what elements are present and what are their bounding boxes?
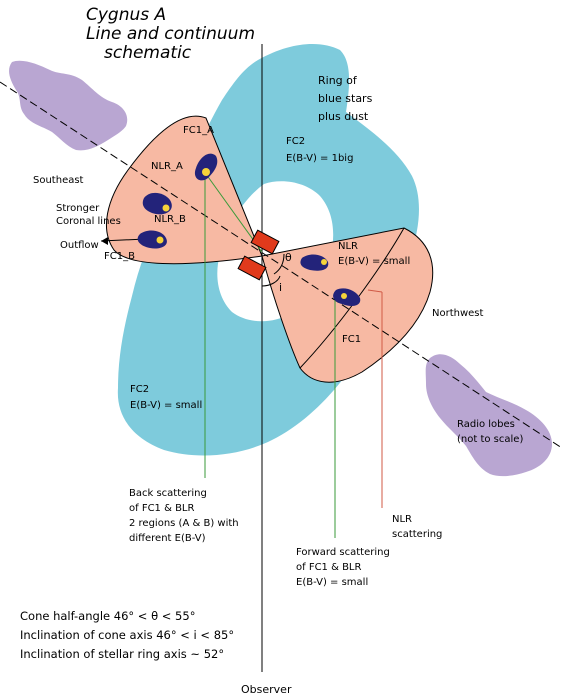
- param-cone-half-angle: Cone half-angle 46° < θ < 55°: [20, 609, 195, 623]
- param-ring-inclination: Inclination of stellar ring axis ~ 52°: [20, 647, 224, 661]
- nlr-scatter-2: scattering: [392, 529, 442, 540]
- ring-label-1: Ring of: [318, 74, 358, 87]
- fc2-bottom-label: FC2: [130, 384, 149, 395]
- back-scatter-2: of FC1 & BLR: [129, 503, 195, 514]
- fc2-top-extinction: E(B-V) = 1big: [286, 153, 353, 164]
- fc2-top-label: FC2: [286, 136, 305, 147]
- back-scatter-4: different E(B-V): [129, 533, 206, 544]
- observer-label: Observer: [241, 683, 292, 696]
- nlr-scatter-hook: [367, 289, 383, 293]
- inclination-symbol: i: [279, 281, 282, 294]
- coronal-label-1: Stronger: [56, 203, 100, 214]
- knot-fc1-b: [137, 230, 167, 249]
- title-line-3: schematic: [104, 43, 192, 63]
- theta-symbol: θ: [285, 251, 292, 264]
- fc1-b-label: FC1_B: [104, 251, 135, 262]
- radio-lobes-label-1: Radio lobes: [457, 419, 515, 430]
- radio-lobes-label-2: (not to scale): [457, 434, 523, 445]
- knot-nlr-a: [194, 153, 218, 181]
- cone-axis-line: [0, 81, 563, 449]
- nlr-b-label: NLR_B: [154, 214, 186, 225]
- knot-nlr-b: [142, 192, 172, 215]
- forward-scatter-1: Forward scattering: [296, 547, 390, 558]
- outflow-label: Outflow: [60, 240, 99, 251]
- fc1-a-label: FC1_A: [183, 125, 214, 136]
- outflow-arrowhead: [101, 237, 108, 245]
- theta-arc: [273, 253, 285, 275]
- back-scatter-1: Back scattering: [129, 488, 207, 499]
- central-torus: [237, 229, 280, 281]
- nlr-scatter-1: NLR: [392, 514, 412, 525]
- param-cone-inclination: Inclination of cone axis 46° < i < 85°: [20, 628, 234, 642]
- inclination-arc: [261, 275, 281, 287]
- nlr-right-extinction: E(B-V) = small: [338, 256, 410, 267]
- radio-lobe-southeast: [9, 60, 128, 151]
- radio-lobe-northwest: [425, 354, 552, 477]
- forward-scatter-3: E(B-V) = small: [296, 577, 368, 588]
- knot-nlr-right: [300, 254, 329, 271]
- forward-scatter-2: of FC1 & BLR: [296, 562, 362, 573]
- coronal-label-2: Coronal lines: [56, 216, 121, 227]
- knot-fc1: [333, 288, 361, 306]
- southeast-label: Southeast: [33, 175, 84, 186]
- northwest-label: Northwest: [432, 308, 484, 319]
- fc1-label: FC1: [342, 334, 361, 345]
- title-line-2: Line and continuum: [86, 24, 255, 44]
- fc2-bottom-extinction: E(B-V) = small: [130, 400, 202, 411]
- ring-label-2: blue stars: [318, 92, 373, 105]
- ring-label-3: plus dust: [318, 110, 369, 123]
- title-line-1: Cygnus A: [86, 5, 166, 25]
- nlr-a-label: NLR_A: [151, 161, 183, 172]
- back-scatter-3: 2 regions (A & B) with: [129, 518, 239, 529]
- nlr-right-label: NLR: [338, 241, 358, 252]
